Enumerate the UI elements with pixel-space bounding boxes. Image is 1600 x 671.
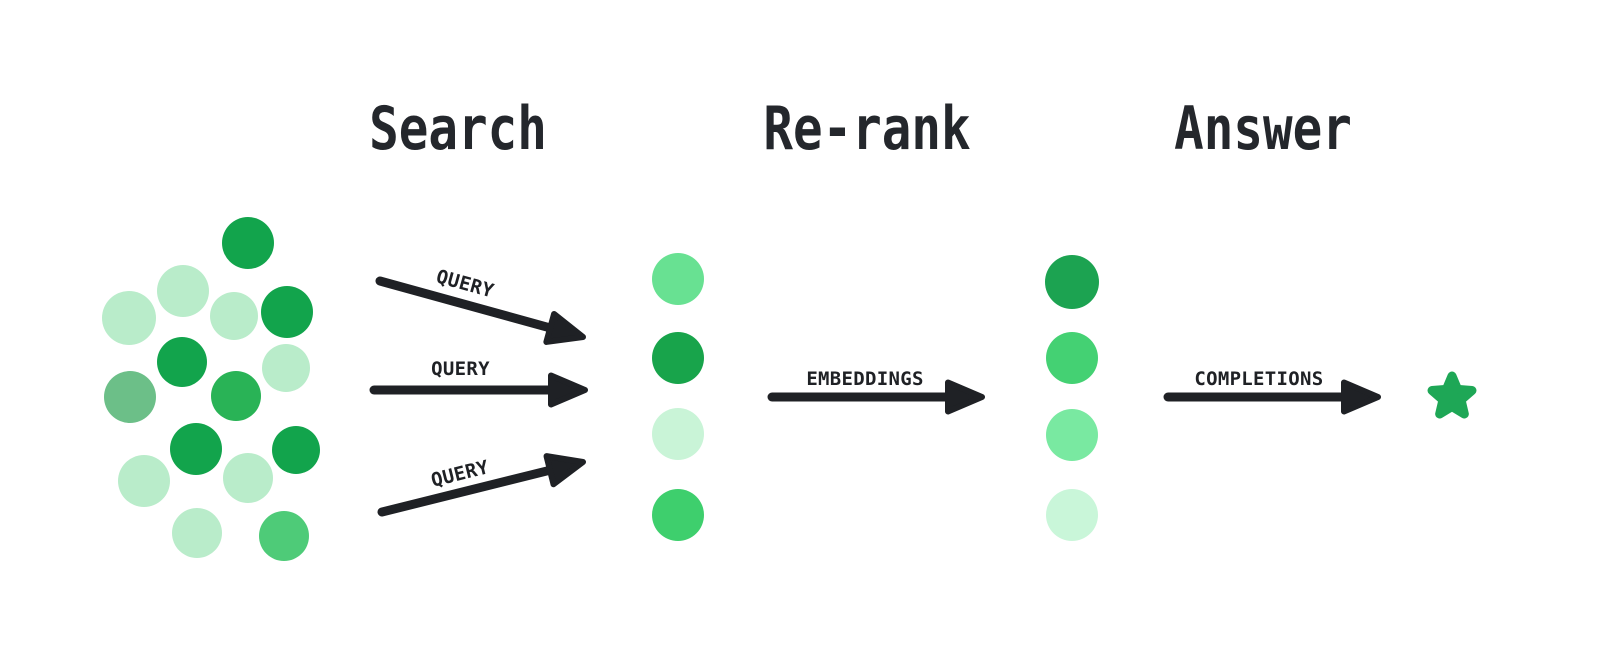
document-dot [272,426,320,474]
stage-title-search: Search [369,94,547,164]
document-dot [259,511,309,561]
query-arrow-bottom-head-icon [543,453,586,488]
embeddings-arrow-label: EMBEDDINGS [806,368,924,390]
query-arrow-middle-label: QUERY [431,358,490,380]
query-arrow-bottom-label: QUERY [429,455,492,492]
document-dot [157,265,209,317]
query-arrow-bottom-shaft [377,466,553,517]
query-arrow-top-shaft [375,276,553,332]
query-arrow-middle-head-icon [548,372,588,408]
embeddings-arrow-head-icon [945,379,985,415]
search-result-dot [652,253,704,305]
answer-star-icon [1427,371,1477,419]
stage-title-answer: Answer [1174,94,1352,164]
document-dot [211,371,261,421]
completions-arrow-head-icon [1341,379,1381,415]
query-arrow-top-label: QUERY [434,265,497,302]
search-result-dot [652,489,704,541]
document-dot [222,217,274,269]
stage-title-rerank: Re-rank [763,94,971,164]
document-dot [118,455,170,507]
document-dot [262,344,310,392]
document-dot [172,508,222,558]
reranked-dot [1046,409,1098,461]
document-dot [170,423,222,475]
reranked-dot [1046,332,1098,384]
completions-arrow-label: COMPLETIONS [1194,368,1324,390]
document-dot [210,292,258,340]
query-arrow-top-head-icon [543,310,586,345]
document-dot [104,371,156,423]
reranked-dot [1045,255,1099,309]
document-dot [261,286,313,338]
document-dot [157,337,207,387]
reranked-dot [1046,489,1098,541]
document-dot [223,453,273,503]
search-result-dot [652,408,704,460]
search-result-dot [652,332,704,384]
document-dot [102,291,156,345]
